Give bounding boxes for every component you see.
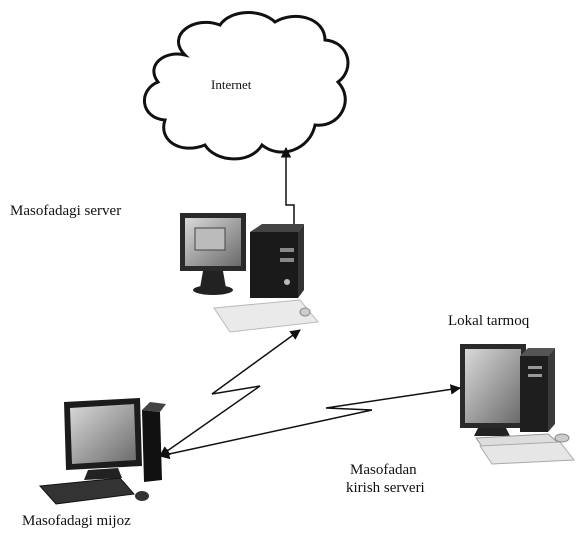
remote-server-computer (180, 213, 319, 333)
remote-access-server-label-line1: Masofadan (350, 462, 417, 478)
remote-client-computer (38, 398, 166, 505)
remote-access-server-label-line2: kirish serveri (346, 480, 425, 496)
remote-client-label: Masofadagi mijoz (22, 513, 131, 529)
network-links (158, 329, 462, 460)
internet-label: Internet (211, 77, 252, 92)
local-network-computer (460, 344, 575, 465)
cloud-icon (142, 11, 350, 161)
remote-server-label: Masofadagi server (10, 203, 122, 219)
local-network-label: Lokal tarmoq (448, 313, 530, 329)
